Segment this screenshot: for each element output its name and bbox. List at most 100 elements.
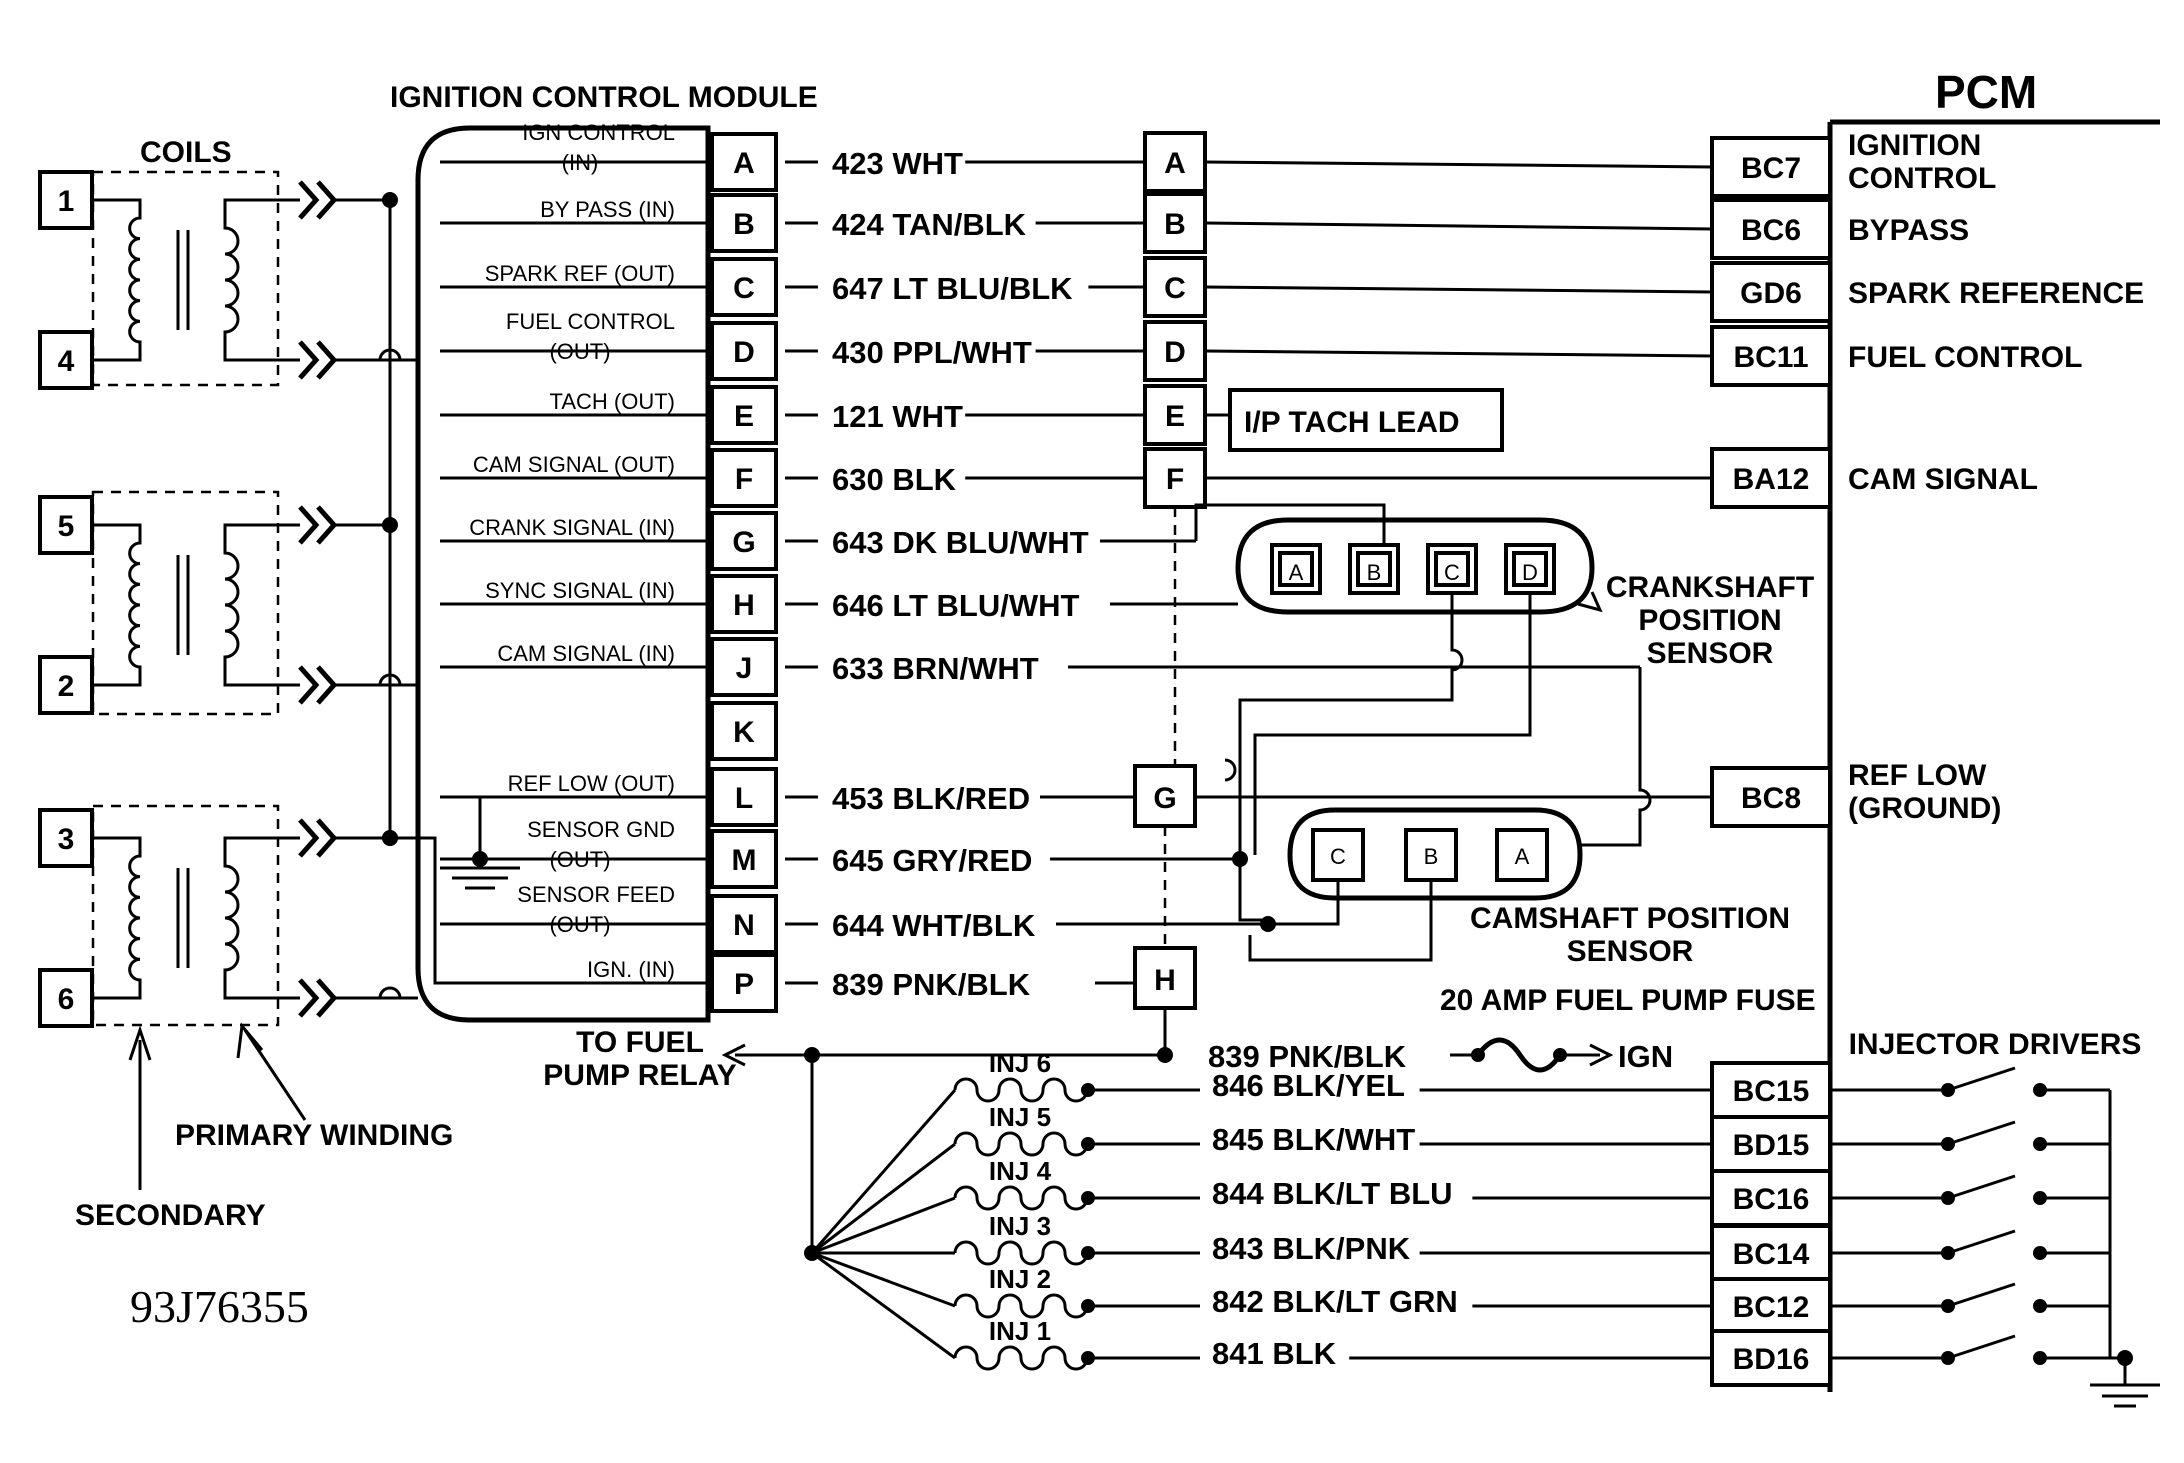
pcm-pin-BC8 <box>1710 766 1832 828</box>
wire-label: 423 WHT <box>832 146 963 181</box>
pcm-signal-label: (GROUND) <box>1848 792 2001 825</box>
fuse-icon <box>1475 1037 1563 1073</box>
icm-pin-label: K <box>733 716 755 749</box>
pcm-signal-label: CONTROL <box>1848 162 1996 195</box>
icm-pin-label: L <box>735 782 753 815</box>
chevron-icon <box>298 340 320 380</box>
pcm-pin-label: BA12 <box>1733 463 1810 496</box>
secondary-winding <box>92 198 142 362</box>
injector-wire-label: 842 BLK/LT GRN <box>1212 1284 1458 1319</box>
icm-pin-N <box>710 894 778 954</box>
chevron-icon <box>298 505 320 545</box>
wire-label: 630 BLK <box>832 462 957 497</box>
chevron-icon <box>298 665 320 705</box>
pcm-pin-GD6 <box>1710 261 1832 323</box>
fuel-pump-label: PUMP RELAY <box>543 1059 736 1092</box>
primary-winding <box>223 523 300 687</box>
pcm-pin-BA12 <box>1710 447 1832 509</box>
injector-coil-icon <box>953 1131 1089 1157</box>
connector-pin-D <box>1143 320 1207 382</box>
coil-terminal-label: 5 <box>58 510 75 543</box>
driver-switch-icon <box>1947 1282 2016 1308</box>
pcm-pin-label: BC6 <box>1741 214 1801 247</box>
fuel-junction <box>1157 1047 1173 1063</box>
driver-switch-icon <box>1947 1120 2016 1146</box>
icm-pin-label: E <box>734 400 754 433</box>
connector-pin-B <box>1143 192 1207 254</box>
icm-pin-label: J <box>736 652 753 685</box>
connector-pin-label: E <box>1165 400 1185 433</box>
ignition-feed-wire <box>390 836 708 985</box>
icm-signal-label: CAM SIGNAL (OUT) <box>473 452 675 477</box>
icm-signal-label: BY PASS (IN) <box>540 197 675 222</box>
coil-terminal-3 <box>38 808 94 868</box>
wire-label: 644 WHT/BLK <box>832 908 1036 943</box>
icm-signal-label: IGN. (IN) <box>587 957 675 982</box>
driver-switch-icon <box>1947 1334 2016 1360</box>
icm-pin-A <box>710 132 778 192</box>
crank-pin-label: B <box>1367 560 1382 585</box>
coil-terminal-label: 2 <box>58 670 75 703</box>
pcm-pin-BC7 <box>1710 136 1832 198</box>
injector-wire-label: 846 BLK/YEL <box>1212 1068 1405 1103</box>
injector-drivers-label: INJECTOR DRIVERS <box>1849 1028 2142 1061</box>
icm-pin-label: F <box>735 463 753 496</box>
wire-crossing-hop <box>1224 758 1237 782</box>
connector-pin-label: C <box>1164 272 1186 305</box>
wire-crossing-hop <box>378 673 402 686</box>
connector-to-pcm-wire <box>1204 221 1713 231</box>
tach-lead-label: I/P TACH LEAD <box>1244 406 1460 439</box>
ground-junction <box>472 851 488 867</box>
icm-signal-label: CAM SIGNAL (IN) <box>497 641 675 666</box>
icm-pin-label: H <box>733 589 755 622</box>
pcm-title: PCM <box>1935 66 2037 118</box>
primary-winding-label: PRIMARY WINDING <box>175 1119 453 1152</box>
chevron-icon <box>316 180 338 220</box>
connector-to-pcm-wire <box>1204 160 1713 169</box>
icm-signal-label: SENSOR FEED <box>517 882 675 907</box>
crank-pin-label: D <box>1522 560 1538 585</box>
chevron-icon <box>316 665 338 705</box>
chevron-icon <box>298 180 320 220</box>
pcm-pin-label: BC8 <box>1741 782 1801 815</box>
primary-winding <box>223 198 300 362</box>
coil-terminal-4 <box>38 330 94 390</box>
injector-wire-label: 843 BLK/PNK <box>1212 1231 1411 1266</box>
wire-crossing-hop <box>378 986 402 999</box>
icm-pin-D <box>710 321 778 381</box>
crank-pin-inner <box>1512 551 1548 587</box>
wire-label: 453 BLK/RED <box>832 781 1030 816</box>
injector-label: INJ 2 <box>989 1264 1051 1294</box>
cam-sensor-label: SENSOR <box>1567 935 1694 968</box>
pcm-pin-label: GD6 <box>1740 277 1802 310</box>
wire-label: 646 LT BLU/WHT <box>832 588 1079 623</box>
wire-label: 121 WHT <box>832 399 963 434</box>
connector-to-pcm-wire <box>1204 285 1713 294</box>
chevron-icon <box>316 505 338 545</box>
pcm-signal-label: SPARK REFERENCE <box>1848 277 2144 310</box>
icm-signal-label: IGN CONTROL <box>522 120 675 145</box>
connector-pin-label: D <box>1164 336 1186 369</box>
injector-wire-label: 841 BLK <box>1212 1336 1337 1371</box>
icm-signal-label: TACH (OUT) <box>550 389 675 414</box>
wire-label: 633 BRN/WHT <box>832 651 1039 686</box>
icm-pin-P <box>710 953 778 1013</box>
icm-pin-E <box>710 385 778 445</box>
icm-signal-label: FUEL CONTROL <box>506 309 675 334</box>
wire-label: 645 GRY/RED <box>832 843 1032 878</box>
pcm-signal-label: REF LOW <box>1848 759 1987 792</box>
pcm-signal-label: CAM SIGNAL <box>1848 463 2038 496</box>
crank-c-wire <box>1238 593 1464 922</box>
pcm-pin-BC15 <box>1710 1061 1832 1119</box>
arrow-icon <box>128 1025 152 1061</box>
injector-fan-wire <box>811 1251 956 1308</box>
wire-643 <box>1194 503 1386 545</box>
icm-signal-label: REF LOW (OUT) <box>508 771 675 796</box>
icm-pin-label: M <box>732 844 757 877</box>
injector-fan-wire <box>811 1142 956 1255</box>
crank-pin-inner <box>1356 551 1392 587</box>
connector-pin-A <box>1143 131 1207 193</box>
connector-to-pcm-wire <box>1204 349 1713 358</box>
cam-pin-C <box>1311 828 1365 882</box>
